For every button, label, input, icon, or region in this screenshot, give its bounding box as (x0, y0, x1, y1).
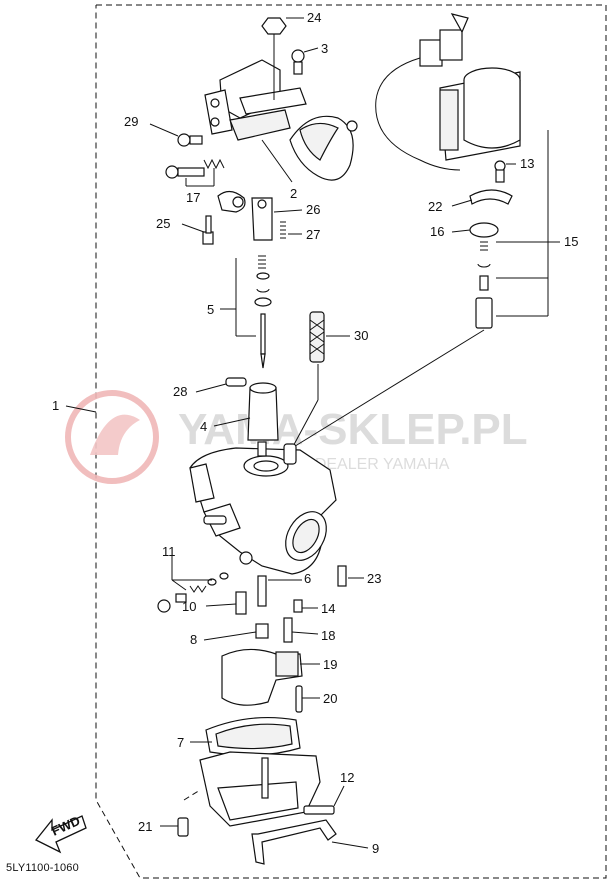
callout-20: 20 (323, 691, 337, 706)
callout-26: 26 (306, 202, 320, 217)
callout-27: 27 (306, 227, 320, 242)
callout-28: 28 (173, 384, 187, 399)
callout-5: 5 (207, 302, 214, 317)
callout-14: 14 (321, 601, 335, 616)
assembly-boundary (95, 4, 607, 879)
fwd-arrow-icon: FWD (34, 813, 87, 854)
callouts: 24 3 29 17 2 25 26 27 5 30 28 1 4 13 22 … (52, 10, 578, 856)
callout-24: 24 (307, 10, 321, 25)
callout-16: 16 (430, 224, 444, 239)
callout-11: 11 (162, 544, 176, 559)
watermark-logo (65, 390, 159, 484)
watermark-logo-mark (90, 414, 140, 455)
callout-19: 19 (323, 657, 337, 672)
callout-18: 18 (321, 628, 335, 643)
part-choke-lever-assembly (204, 59, 358, 181)
watermark: YAMA-SKLEP.PL W... ...VICZ | DEALER YAMA… (65, 390, 528, 484)
callout-25: 25 (156, 216, 170, 231)
callout-13: 13 (520, 156, 534, 171)
callout-22: 22 (428, 199, 442, 214)
callout-29: 29 (124, 114, 138, 129)
callout-12: 12 (340, 770, 354, 785)
callout-15: 15 (564, 234, 578, 249)
callout-23: 23 (367, 571, 381, 586)
callout-6: 6 (304, 571, 311, 586)
callout-8: 8 (190, 632, 197, 647)
part-carburetor-body (189, 441, 337, 575)
callout-10: 10 (182, 599, 196, 614)
callout-30: 30 (354, 328, 368, 343)
callout-4: 4 (200, 419, 207, 434)
callout-2: 2 (290, 186, 297, 201)
callout-9: 9 (372, 841, 379, 856)
diagram-reference-code: 5LY1100-1060 (6, 862, 79, 874)
callout-7: 7 (177, 735, 184, 750)
callout-3: 3 (321, 41, 328, 56)
callout-21: 21 (138, 819, 152, 834)
part-auto-choke (375, 13, 521, 171)
watermark-title: YAMA-SKLEP.PL (178, 405, 528, 454)
callout-17: 17 (186, 190, 200, 205)
callout-1: 1 (52, 398, 59, 413)
